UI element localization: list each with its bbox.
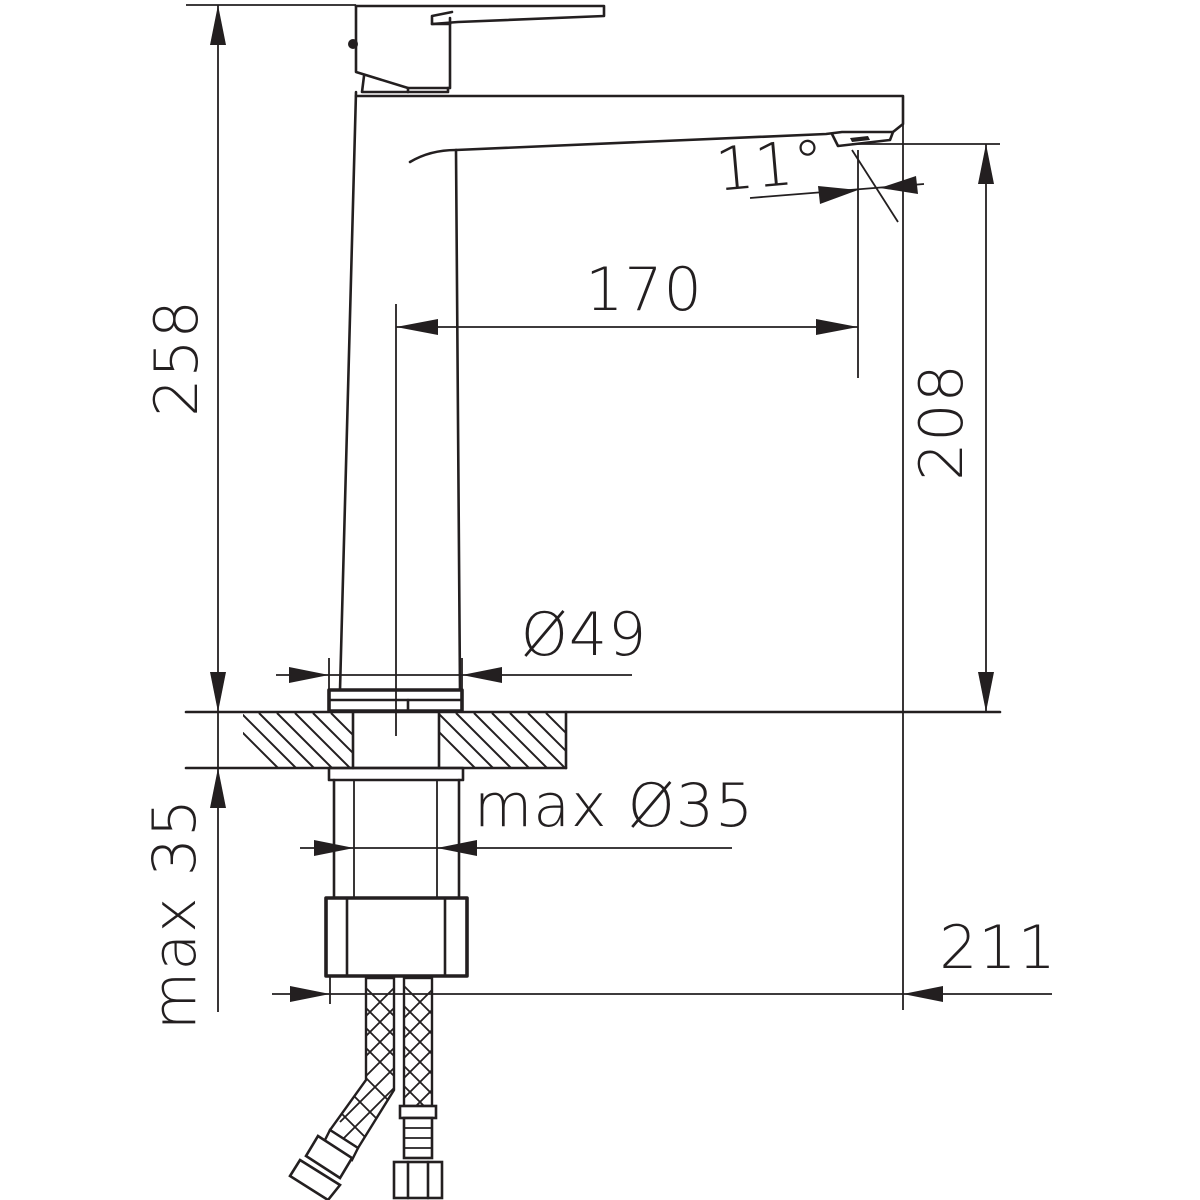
aerator <box>830 130 895 148</box>
dimension-counter-thickness: max 35 <box>140 712 226 1030</box>
label-overall-depth: 211 <box>939 913 1057 983</box>
faucet-column <box>338 90 462 692</box>
supply-hose-right <box>392 976 444 1200</box>
label-spout-angle: 11° <box>713 126 828 205</box>
dimension-total-height: 258 <box>142 4 356 712</box>
label-total-height: 258 <box>142 299 212 417</box>
dimension-spout-angle: 11° <box>713 126 925 223</box>
hatch-left <box>243 713 353 769</box>
countertop-section <box>184 710 1002 770</box>
hatch-right <box>439 713 566 769</box>
dimension-base-diameter: Ø49 <box>276 600 648 690</box>
label-counter-thickness: max 35 <box>140 798 210 1030</box>
label-shank-diameter: max Ø35 <box>474 771 754 841</box>
label-spout-height: 208 <box>907 363 977 481</box>
dimension-spout-reach: 170 <box>395 150 859 736</box>
lever-handle <box>354 4 606 26</box>
dimension-spout-height: 208 <box>852 143 1000 712</box>
label-spout-reach: 170 <box>585 255 703 325</box>
fixing-nut <box>324 896 469 978</box>
mounting-shank <box>324 766 469 978</box>
supply-hose-left <box>288 976 396 1200</box>
label-base-diameter: Ø49 <box>521 600 648 670</box>
dimension-overall-depth: 211 <box>272 124 1057 1010</box>
dimension-shank-diameter: max Ø35 <box>300 771 754 856</box>
